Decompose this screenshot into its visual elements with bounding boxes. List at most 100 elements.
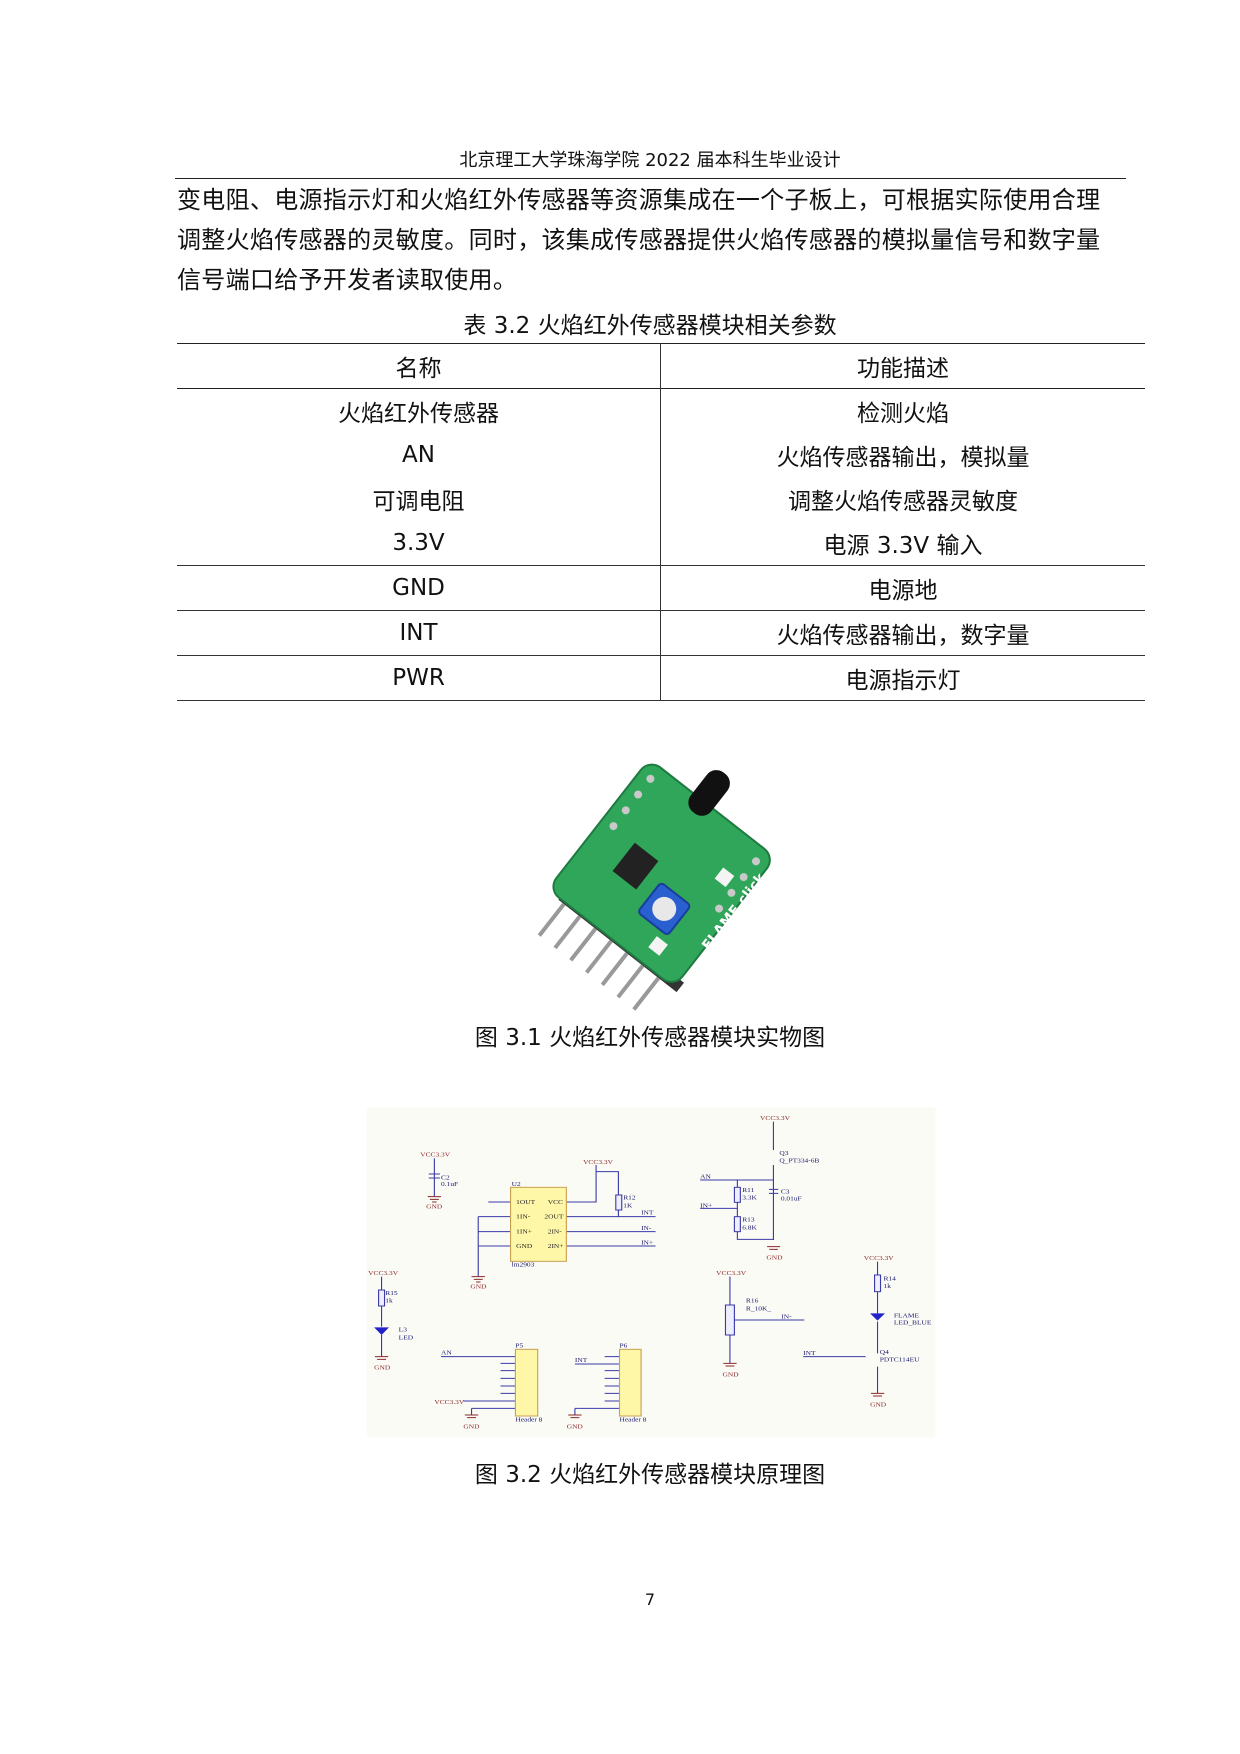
label: R12	[623, 1194, 636, 1202]
cell: AN	[177, 433, 661, 477]
table-row: INT 火焰传感器输出，数字量	[177, 610, 1145, 656]
resistors	[378, 1186, 882, 1336]
cell: PWR	[177, 655, 661, 701]
label: 0.1uF	[441, 1180, 458, 1188]
cell: 调整火焰传感器灵敏度	[788, 489, 1018, 515]
potentiometer-knob	[652, 896, 677, 921]
label: LED	[399, 1334, 413, 1342]
label: GND	[426, 1203, 442, 1211]
label: 2IN+	[548, 1242, 564, 1250]
flame-sensor-photo: FLAME click	[537, 763, 771, 1011]
label: VCC3.3V	[434, 1398, 465, 1406]
label: INT	[803, 1349, 816, 1357]
label: R11	[742, 1186, 755, 1194]
label: GND	[723, 1371, 739, 1379]
paragraph-line: 变电阻、电源指示灯和火焰红外传感器等资源集成在一个子板上，可根据实际使用合理	[177, 186, 1101, 214]
label: C2	[441, 1174, 450, 1182]
led	[648, 936, 668, 956]
label: GND	[463, 1423, 479, 1431]
label: INT	[575, 1356, 588, 1364]
label: AN	[700, 1173, 711, 1181]
label: 0.01uF	[781, 1195, 802, 1203]
label: GND	[516, 1242, 532, 1250]
label: GND	[766, 1254, 782, 1262]
label: VCC3.3V	[583, 1158, 614, 1166]
body-paragraph: 变电阻、电源指示灯和火焰红外传感器等资源集成在一个子板上，可根据实际使用合理 调…	[177, 180, 1137, 300]
cell: 电源地	[868, 578, 938, 604]
paragraph-line: 信号端口给予开发者读取使用。	[177, 266, 518, 294]
label: GND	[470, 1283, 486, 1291]
label: R14	[883, 1275, 896, 1283]
label: IN-	[641, 1224, 652, 1232]
label: VCC3.3V	[716, 1269, 747, 1277]
table-row: GND 电源地	[177, 565, 1145, 611]
page-number: 7	[644, 1590, 656, 1609]
label: LED_BLUE	[894, 1319, 932, 1327]
label: R16	[746, 1297, 759, 1305]
label: 2IN-	[548, 1228, 563, 1236]
label: Q_PT334-6B	[779, 1157, 819, 1165]
led	[714, 867, 735, 888]
page-header: 北京理工大学珠海学院 2022 届本科生毕业设计	[459, 150, 841, 171]
figure-caption: 图 3.2 火焰红外传感器模块原理图	[474, 1462, 826, 1488]
cell: GND	[177, 565, 661, 611]
label: GND	[374, 1364, 390, 1372]
ir-receiver	[688, 770, 730, 816]
label: Q4	[880, 1348, 890, 1356]
label: P5	[515, 1342, 523, 1350]
cell: INT	[177, 610, 661, 656]
label: C3	[781, 1188, 790, 1196]
label: GND	[567, 1423, 583, 1431]
cell: 检测火焰	[857, 401, 949, 427]
label: P6	[620, 1342, 628, 1350]
label: 1IN+	[516, 1228, 532, 1236]
label: 1K	[623, 1202, 633, 1210]
component-labels: C2 0.1uF U2 lm2903 1OUT 1IN- 1IN+ GND VC…	[385, 1149, 931, 1423]
figure-caption: 图 3.1 火焰红外传感器模块实物图	[474, 1025, 826, 1051]
label: VCC3.3V	[760, 1114, 791, 1122]
label: R_10K_	[746, 1305, 772, 1313]
cell: 火焰传感器输出，数字量	[776, 623, 1030, 649]
label: FLAME	[894, 1312, 919, 1320]
label: IN+	[641, 1239, 653, 1247]
label: 3.3K	[742, 1194, 758, 1202]
schematic-background	[366, 1107, 936, 1438]
label: AN	[441, 1349, 452, 1357]
label: INT	[641, 1209, 654, 1217]
paragraph-line: 调整火焰传感器的灵敏度。同时，该集成传感器提供火焰传感器的模拟量信号和数字量	[177, 226, 1101, 254]
label: 1k	[883, 1282, 891, 1290]
cell: 火焰红外传感器	[177, 388, 661, 433]
label: 2OUT	[544, 1213, 564, 1221]
label: L3	[399, 1326, 408, 1334]
cell: 电源 3.3V 输入	[823, 533, 983, 559]
cell: 可调电阻	[177, 477, 661, 521]
ground-symbols	[374, 1196, 885, 1419]
label: VCC3.3V	[864, 1254, 895, 1262]
table-row: 火焰红外传感器 检测火焰	[177, 388, 1145, 433]
wires	[381, 1121, 879, 1415]
label: VCC3.3V	[420, 1151, 451, 1159]
table-header: 功能描述	[857, 356, 949, 382]
label: PDTC114EU	[880, 1356, 920, 1364]
schematic-diagram: VCC3.3V VCC3.3V VCC3.3V VCC3.3V VCC3.3V …	[366, 1107, 936, 1438]
label: R13	[742, 1216, 755, 1224]
label: 1OUT	[516, 1198, 536, 1206]
table-header: 名称	[177, 343, 661, 389]
pcb-board	[552, 763, 771, 983]
p5-header	[514, 1348, 539, 1417]
label: Header 8	[620, 1416, 647, 1424]
schematic-labels: VCC3.3V VCC3.3V VCC3.3V VCC3.3V VCC3.3V …	[368, 1114, 894, 1430]
label: U2	[512, 1180, 522, 1188]
comparator-chip	[612, 842, 659, 890]
u2-chip	[510, 1186, 567, 1262]
label: IN+	[700, 1202, 712, 1210]
label: VCC3.3V	[368, 1269, 399, 1277]
label: R15	[385, 1289, 398, 1297]
table-row: 可调电阻 调整火焰传感器灵敏度	[177, 477, 1145, 521]
components	[510, 1186, 642, 1417]
table-header-row: 名称 功能描述	[177, 343, 1145, 389]
